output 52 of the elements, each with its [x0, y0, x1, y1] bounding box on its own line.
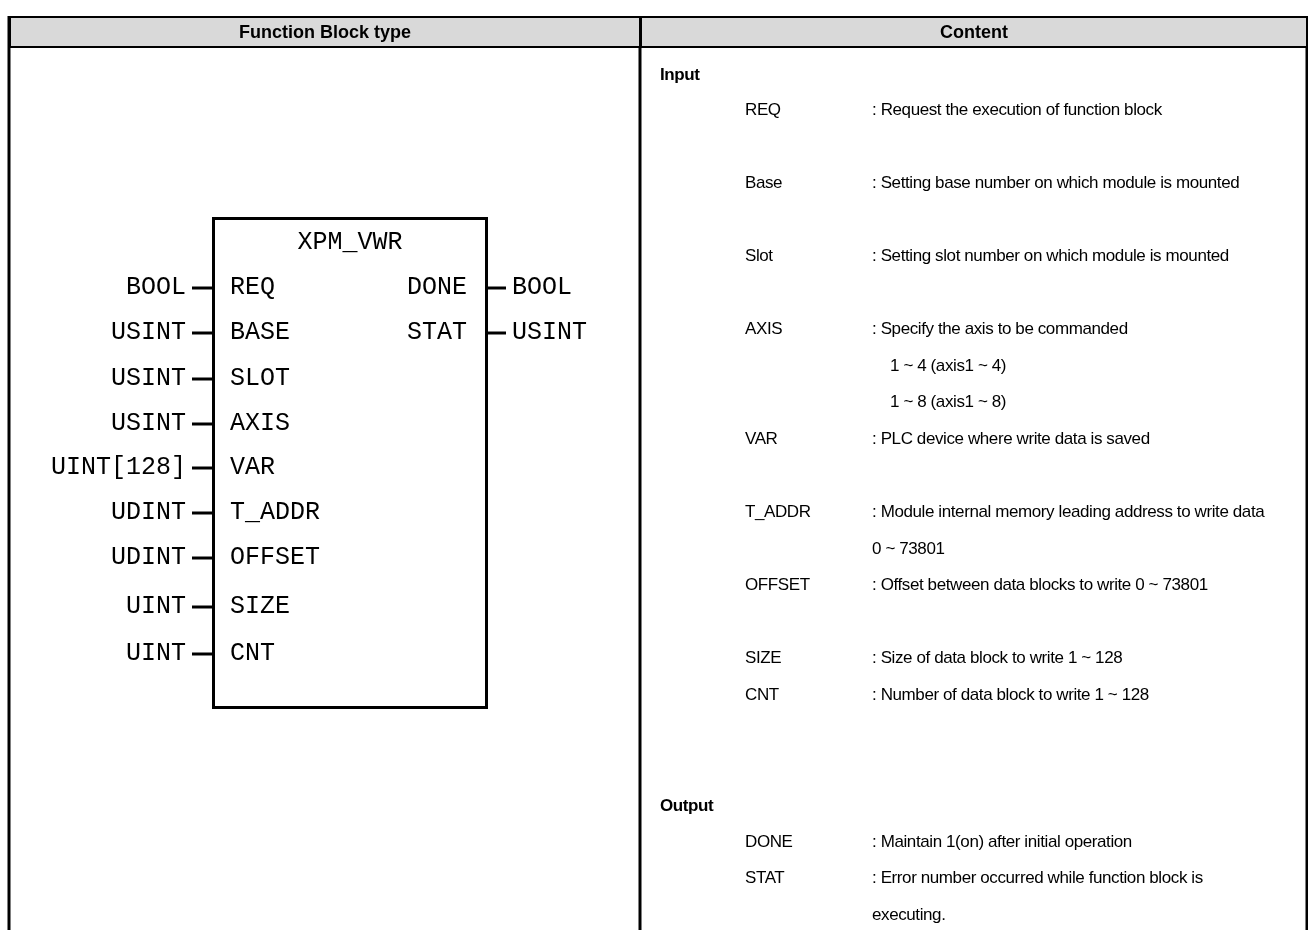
pin-name: OFFSET	[230, 543, 320, 573]
section-heading: Output	[660, 795, 714, 817]
column-header: Content	[640, 16, 1308, 48]
parameter-name: CNT	[745, 684, 779, 706]
data-type-label: BOOL	[512, 273, 572, 303]
parameter-name: T_ADDR	[745, 501, 811, 523]
data-type-label: UDINT	[111, 498, 186, 528]
parameter-name: Slot	[745, 245, 773, 267]
parameter-name: DONE	[745, 831, 793, 853]
pin-name: SLOT	[230, 364, 290, 394]
axis-range: 1 ~ 8 (axis1 ~ 8)	[890, 391, 1007, 413]
parameter-description: : Request the execution of function block	[872, 99, 1163, 121]
pin-name: SIZE	[230, 592, 290, 622]
pin-name: BASE	[230, 318, 290, 348]
parameter-description: : Size of data block to write 1 ~ 128	[872, 647, 1124, 669]
parameter-description: : Number of data block to write 1 ~ 128	[872, 684, 1150, 706]
parameter-description: : Setting slot number on which module is mounted	[872, 245, 1230, 267]
pin-name: AXIS	[230, 409, 290, 439]
parameter-name: AXIS	[745, 318, 783, 340]
block-name: XPM_VWR	[296, 228, 404, 257]
parameter-description: : Error number occurred while function block is executing.	[872, 867, 1204, 926]
column-header: Function Block type	[9, 16, 641, 48]
data-type-label: USINT	[111, 364, 186, 394]
parameter-description: : PLC device where write data is saved	[872, 428, 1151, 450]
parameter-description: : Offset between data blocks to write 0 ~ 73801	[872, 574, 1209, 596]
data-type-label: UINT	[126, 592, 186, 622]
data-type-label: BOOL	[126, 273, 186, 303]
parameter-description: : Maintain 1(on) after initial operation	[872, 831, 1133, 853]
parameter-name: VAR	[745, 428, 778, 450]
parameter-description: : Setting base number on which module is mounted	[872, 172, 1241, 194]
section-heading: Input	[660, 64, 700, 86]
function-block	[212, 217, 488, 709]
data-type-label: USINT	[512, 318, 587, 348]
data-type-label: UINT	[126, 639, 186, 669]
parameter-name: SIZE	[745, 647, 782, 669]
pin-name: STAT	[407, 318, 467, 348]
data-type-label: UDINT	[111, 543, 186, 573]
parameter-name: OFFSET	[745, 574, 810, 596]
pin-name: CNT	[230, 639, 275, 669]
data-type-label: USINT	[111, 409, 186, 439]
axis-range: 1 ~ 4 (axis1 ~ 4)	[890, 355, 1007, 377]
pin-name: T_ADDR	[230, 498, 320, 528]
parameter-description: : Specify the axis to be commanded	[872, 318, 1129, 340]
data-type-label: USINT	[111, 318, 186, 348]
pin-name: VAR	[230, 453, 275, 483]
pin-name: REQ	[230, 273, 275, 303]
data-type-label: UINT[128]	[50, 453, 186, 483]
parameter-name: Base	[745, 172, 783, 194]
pin-name: DONE	[407, 273, 467, 303]
parameter-name: STAT	[745, 867, 785, 889]
parameter-name: REQ	[745, 99, 781, 121]
parameter-description: : Module internal memory leading address to write data 0 ~ 73801	[872, 501, 1266, 560]
